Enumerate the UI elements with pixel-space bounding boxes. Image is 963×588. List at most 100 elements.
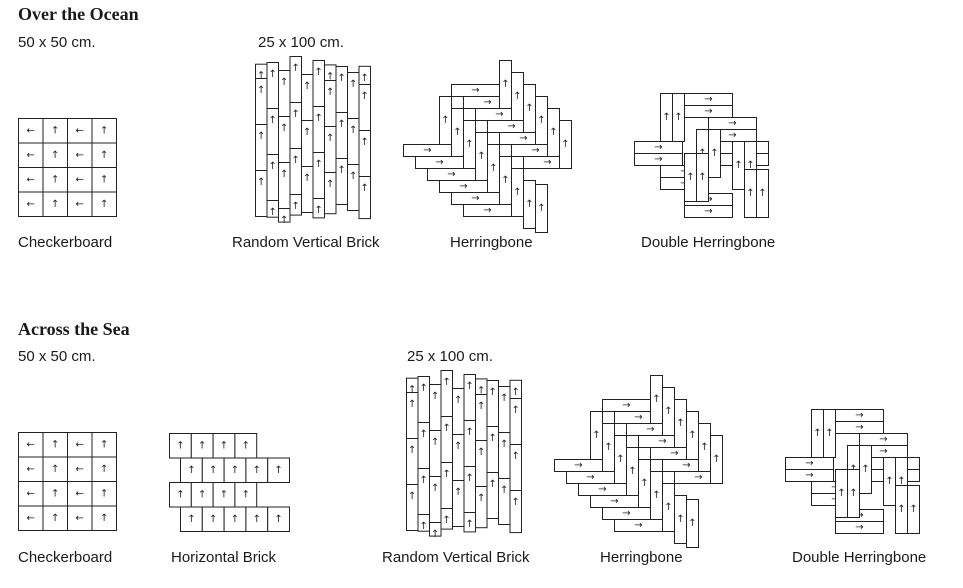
arrow-up-icon: ↑ xyxy=(513,91,521,102)
arrow-up-icon: ↑ xyxy=(280,169,288,180)
arrow-up-icon: ↑ xyxy=(420,429,428,440)
arrow-left-icon: ← xyxy=(76,488,84,499)
arrow-up-icon: ↑ xyxy=(292,109,300,120)
arrow-right-icon: → xyxy=(704,106,712,117)
arrow-up-icon: ↑ xyxy=(897,476,905,487)
pattern-label-random-vertical-brick: Random Vertical Brick xyxy=(382,549,530,566)
arrow-up-icon: ↑ xyxy=(231,514,239,525)
arrow-up-icon: ↑ xyxy=(326,179,334,190)
tile xyxy=(907,485,920,534)
arrow-up-icon: ↑ xyxy=(176,489,184,500)
arrow-up-icon: ↑ xyxy=(561,139,569,150)
tile xyxy=(67,505,93,531)
arrow-up-icon: ↑ xyxy=(466,473,474,484)
arrow-left-icon: ← xyxy=(76,174,84,185)
arrow-up-icon: ↑ xyxy=(420,383,428,394)
arrow-up-icon: ↑ xyxy=(513,187,521,198)
arrow-up-icon: ↑ xyxy=(500,393,508,404)
arrow-right-icon: → xyxy=(879,446,887,457)
arrow-up-icon: ↑ xyxy=(676,514,684,525)
arrow-up-icon: ↑ xyxy=(100,488,108,499)
arrow-right-icon: → xyxy=(531,145,539,156)
arrow-up-icon: ↑ xyxy=(257,131,265,142)
arrow-left-icon: ← xyxy=(27,513,35,524)
arrow-up-icon: ↑ xyxy=(100,150,108,161)
arrow-right-icon: → xyxy=(694,472,702,483)
arrow-up-icon: ↑ xyxy=(664,406,672,417)
arrow-up-icon: ↑ xyxy=(253,514,261,525)
arrow-up-icon: ↑ xyxy=(489,387,497,398)
pattern-label-checkerboard: Checkerboard xyxy=(18,234,113,251)
arrow-right-icon: → xyxy=(704,206,712,217)
arrow-up-icon: ↑ xyxy=(746,160,754,171)
arrow-right-icon: → xyxy=(519,133,527,144)
tile xyxy=(785,469,834,482)
arrow-up-icon: ↑ xyxy=(51,464,59,475)
arrow-left-icon: ← xyxy=(76,125,84,136)
arrow-up-icon: ↑ xyxy=(500,439,508,450)
arrow-up-icon: ↑ xyxy=(349,171,357,182)
arrow-right-icon: → xyxy=(483,97,491,108)
pattern-label-herringbone: Herringbone xyxy=(600,549,683,566)
tile xyxy=(710,435,723,484)
arrow-right-icon: → xyxy=(654,154,662,165)
tile xyxy=(672,93,685,142)
arrow-right-icon: → xyxy=(670,448,678,459)
arrow-up-icon: ↑ xyxy=(825,428,833,439)
tile xyxy=(358,176,371,220)
arrow-up-icon: ↑ xyxy=(51,199,59,210)
arrow-up-icon: ↑ xyxy=(51,513,59,524)
arrow-right-icon: → xyxy=(610,496,618,507)
arrow-up-icon: ↑ xyxy=(209,514,217,525)
tile xyxy=(42,432,68,458)
herringbone-pattern-2: →→→→→→→→→→→→→↑↑↑↑↑↑↑↑↑↑↑↑↑↑↑ xyxy=(554,375,723,548)
arrow-left-icon: ← xyxy=(27,199,35,210)
arrow-up-icon: ↑ xyxy=(338,165,346,176)
arrow-up-icon: ↑ xyxy=(652,490,660,501)
tile xyxy=(509,490,522,534)
arrow-up-icon: ↑ xyxy=(512,405,520,416)
arrow-up-icon: ↑ xyxy=(909,504,917,515)
arrow-up-icon: ↑ xyxy=(292,201,300,212)
arrow-up-icon: ↑ xyxy=(454,441,462,452)
arrow-up-icon: ↑ xyxy=(500,485,508,496)
arrow-up-icon: ↑ xyxy=(501,175,509,186)
arrow-up-icon: ↑ xyxy=(51,174,59,185)
tile xyxy=(823,409,836,458)
arrow-up-icon: ↑ xyxy=(443,377,451,388)
arrow-up-icon: ↑ xyxy=(242,440,250,451)
arrow-right-icon: → xyxy=(471,193,479,204)
arrow-up-icon: ↑ xyxy=(408,385,416,396)
arrow-left-icon: ← xyxy=(27,488,35,499)
arrow-up-icon: ↑ xyxy=(209,465,217,476)
arrow-up-icon: ↑ xyxy=(688,518,696,529)
arrow-up-icon: ↑ xyxy=(466,427,474,438)
arrow-up-icon: ↑ xyxy=(100,174,108,185)
tile xyxy=(91,456,117,482)
arrow-up-icon: ↑ xyxy=(466,381,474,392)
tile xyxy=(42,142,68,168)
arrow-up-icon: ↑ xyxy=(100,513,108,524)
arrow-up-icon: ↑ xyxy=(303,173,311,184)
tile xyxy=(42,167,68,193)
arrow-up-icon: ↑ xyxy=(674,112,682,123)
arrow-up-icon: ↑ xyxy=(710,148,718,159)
arrow-up-icon: ↑ xyxy=(198,489,206,500)
arrow-right-icon: → xyxy=(658,436,666,447)
arrow-left-icon: ← xyxy=(27,125,35,136)
arrow-up-icon: ↑ xyxy=(861,464,869,475)
arrow-right-icon: → xyxy=(634,412,642,423)
arrow-up-icon: ↑ xyxy=(686,172,694,183)
tile xyxy=(696,153,709,202)
section-title-over-the-ocean: Over the Ocean xyxy=(18,4,139,24)
arrow-up-icon: ↑ xyxy=(465,139,473,150)
arrow-left-icon: ← xyxy=(76,150,84,161)
tile xyxy=(91,191,117,217)
double-herringbone-pattern-1: →→→→→→→→→→→→↑↑↑↑↑↑↑↑↑↑ xyxy=(634,93,769,218)
arrow-up-icon: ↑ xyxy=(431,483,439,494)
arrow-up-icon: ↑ xyxy=(664,502,672,513)
section-title-across-the-sea: Across the Sea xyxy=(18,319,130,339)
tile xyxy=(91,432,117,458)
size-label-25x100: 25 x 100 cm. xyxy=(258,34,344,51)
arrow-up-icon: ↑ xyxy=(274,465,282,476)
